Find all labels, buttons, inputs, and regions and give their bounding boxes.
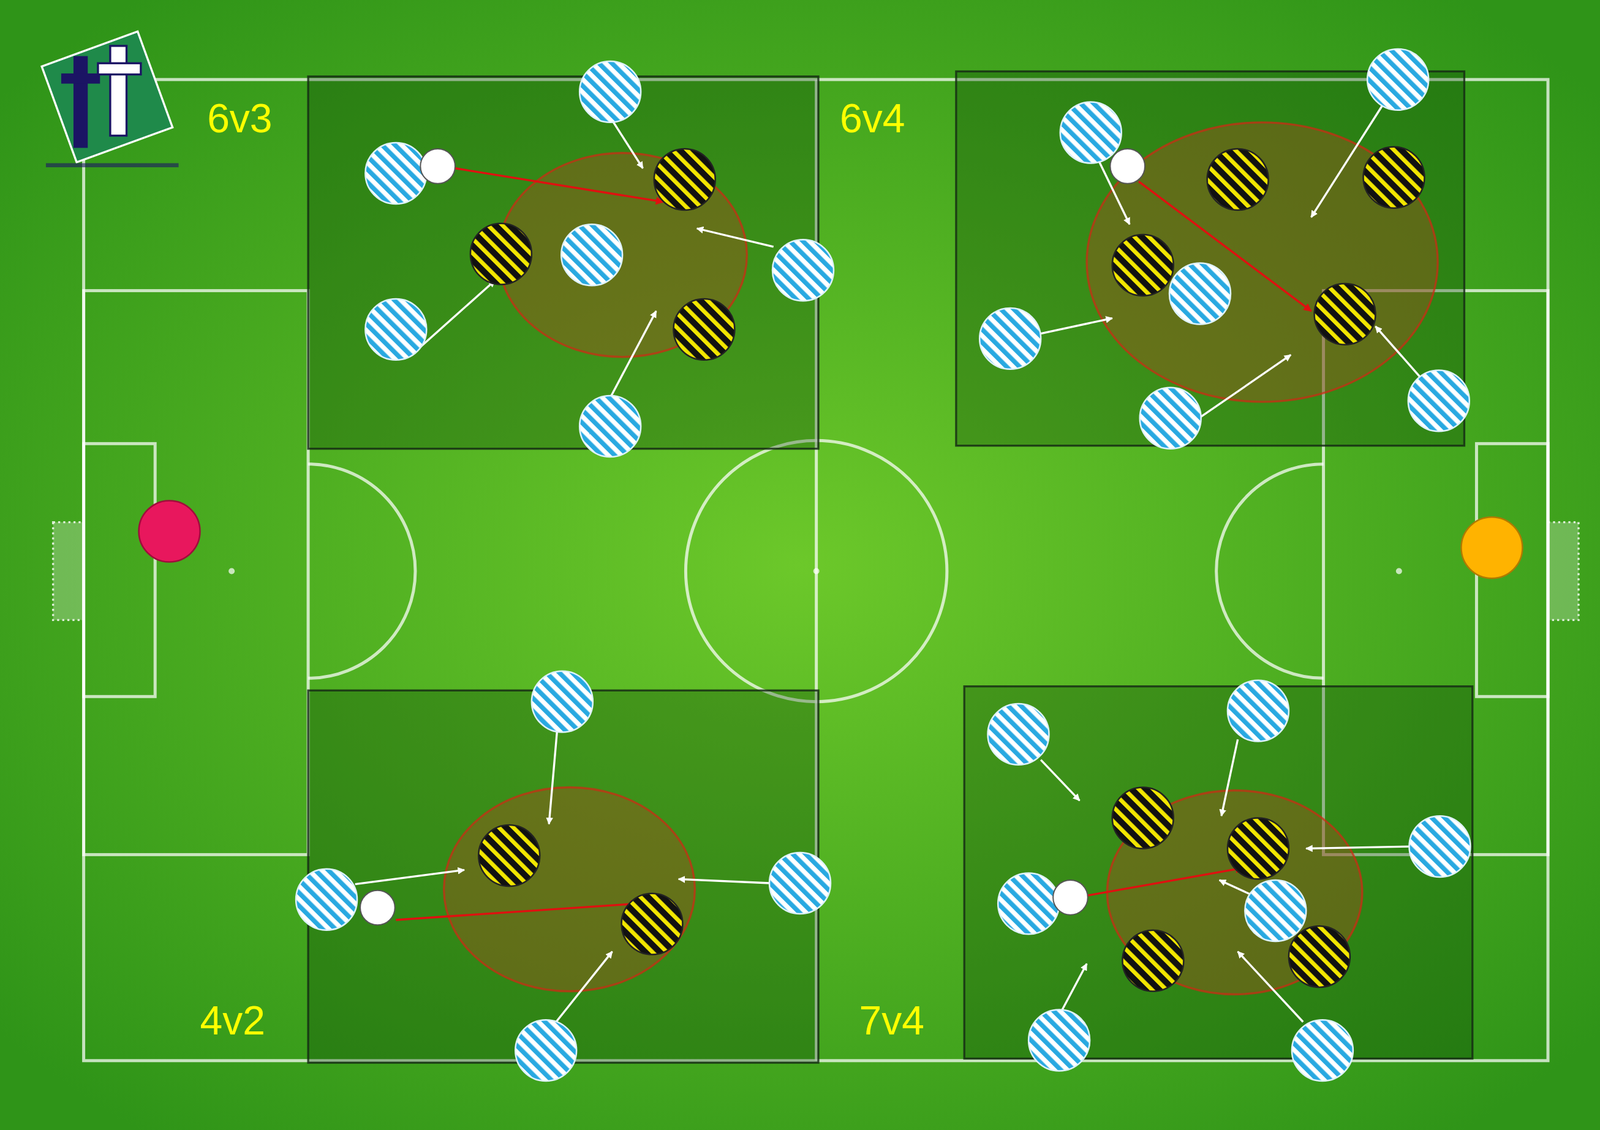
penalty-spot bbox=[228, 567, 235, 574]
attacker bbox=[1408, 369, 1470, 432]
defender bbox=[654, 148, 716, 211]
movement-arrow bbox=[1040, 318, 1113, 334]
movement-arrow bbox=[1375, 326, 1421, 378]
grid-area bbox=[308, 690, 819, 1063]
centre-spot bbox=[813, 567, 820, 574]
attacker bbox=[579, 61, 641, 123]
movement-arrow bbox=[678, 879, 771, 884]
movement-arrow bbox=[697, 228, 774, 247]
attacker bbox=[1028, 1010, 1090, 1072]
defender bbox=[673, 298, 735, 361]
penalty-arc bbox=[1216, 464, 1324, 679]
movement-arrow bbox=[418, 280, 495, 350]
club-logo bbox=[41, 31, 179, 168]
defender bbox=[1288, 926, 1351, 988]
drill-label: 6v3 bbox=[207, 98, 272, 139]
attacker bbox=[769, 852, 831, 914]
attacker bbox=[1169, 263, 1231, 325]
logo-mark bbox=[61, 73, 100, 84]
pass-arrow bbox=[455, 168, 664, 203]
defender bbox=[1314, 283, 1376, 345]
attacker bbox=[365, 298, 427, 361]
centre-circle bbox=[685, 440, 947, 702]
defender bbox=[1207, 148, 1269, 211]
pass-arrow bbox=[395, 903, 638, 921]
movement-arrow bbox=[610, 311, 657, 399]
movement-arrow bbox=[611, 120, 643, 168]
attacker bbox=[365, 142, 427, 204]
penalty-spot bbox=[1396, 567, 1403, 574]
attacker bbox=[772, 239, 834, 301]
defender bbox=[1227, 817, 1289, 880]
attacker bbox=[1227, 680, 1289, 742]
logo-mark bbox=[73, 56, 88, 149]
attacker bbox=[979, 308, 1041, 370]
goal-net bbox=[1547, 522, 1579, 621]
drill-label: 4v2 bbox=[200, 1000, 266, 1041]
attacker bbox=[579, 395, 641, 457]
movement-arrow bbox=[1305, 846, 1411, 849]
attacker bbox=[561, 224, 623, 286]
movement-arrow bbox=[548, 730, 557, 824]
ball bbox=[360, 890, 396, 926]
goal-net bbox=[53, 522, 84, 621]
drill-label: 6v4 bbox=[839, 98, 905, 139]
defender bbox=[621, 893, 683, 955]
attacker bbox=[1367, 49, 1429, 111]
pressing-zone bbox=[444, 787, 696, 992]
attacker bbox=[1291, 1019, 1354, 1082]
pass-arrow bbox=[1087, 867, 1243, 896]
attacker bbox=[515, 1019, 577, 1082]
attacker bbox=[988, 703, 1050, 766]
ball bbox=[420, 148, 456, 184]
penalty-arc bbox=[308, 464, 416, 679]
logo-mark bbox=[98, 63, 141, 75]
defender bbox=[1363, 147, 1425, 209]
drill-label: 7v4 bbox=[859, 1000, 925, 1041]
attacker bbox=[1060, 102, 1122, 164]
defender bbox=[1122, 930, 1184, 992]
defender bbox=[478, 825, 540, 887]
grid-area bbox=[308, 76, 819, 450]
defender bbox=[1112, 234, 1174, 296]
defender bbox=[1112, 787, 1174, 850]
goalkeeper bbox=[1460, 516, 1523, 579]
attacker bbox=[1244, 880, 1306, 942]
ball bbox=[1052, 880, 1088, 916]
pressing-zone bbox=[1086, 122, 1438, 402]
goal-area bbox=[83, 443, 156, 697]
defender bbox=[470, 223, 532, 285]
goalkeeper bbox=[139, 501, 201, 563]
logo-badge bbox=[41, 31, 173, 162]
movement-arrow bbox=[1060, 964, 1087, 1012]
attacker bbox=[997, 872, 1060, 935]
logo-mark bbox=[110, 45, 127, 136]
movement-arrow bbox=[1040, 760, 1080, 802]
movement-arrow bbox=[355, 869, 465, 884]
grid-area bbox=[956, 71, 1465, 446]
ball bbox=[1109, 148, 1145, 184]
attacker bbox=[1408, 815, 1471, 878]
attacker bbox=[531, 671, 593, 733]
movement-arrow bbox=[1221, 739, 1238, 816]
grid-area bbox=[964, 686, 1473, 1060]
movement-arrow bbox=[1198, 354, 1291, 418]
attacker bbox=[295, 869, 358, 931]
movement-arrow bbox=[556, 951, 613, 1023]
penalty-box bbox=[83, 290, 309, 856]
attacker bbox=[1139, 387, 1202, 450]
logo-strap bbox=[45, 162, 179, 168]
